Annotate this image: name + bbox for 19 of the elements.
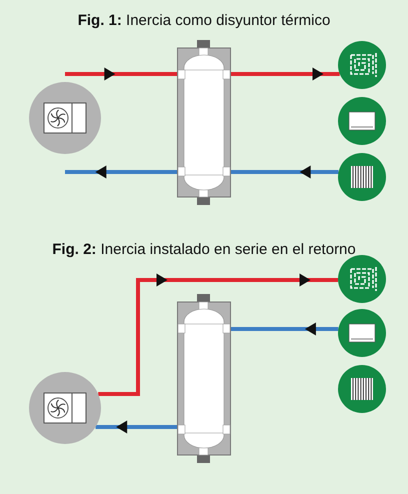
pipe-arrow: [65, 166, 177, 178]
underfloor-heating-icon: [338, 255, 386, 303]
pipe-arrow: [96, 420, 177, 434]
buffer-tank-drawing: [177, 40, 231, 205]
figure-heading: Fig. 1: Inercia como disyuntor térmico: [78, 12, 330, 29]
heat-pump-icon: [29, 372, 101, 444]
pipe-arrow: [65, 68, 177, 80]
fan-coil-icon: [338, 309, 386, 357]
figure-heading: Fig. 2: Inercia instalado en serie en el retorno: [52, 241, 356, 258]
pipe-arrow: [231, 166, 339, 178]
heat-pump-icon: [29, 82, 101, 154]
underfloor-heating-icon: [338, 41, 386, 89]
pipe-arrow: [231, 68, 340, 80]
radiator-icon: [338, 153, 386, 201]
pipe-arrow: [231, 322, 338, 336]
pipe-arrow: [98, 274, 338, 396]
buffer-tank-drawing: [177, 294, 231, 463]
fan-coil-icon: [338, 97, 386, 145]
radiator-icon: [338, 365, 386, 413]
